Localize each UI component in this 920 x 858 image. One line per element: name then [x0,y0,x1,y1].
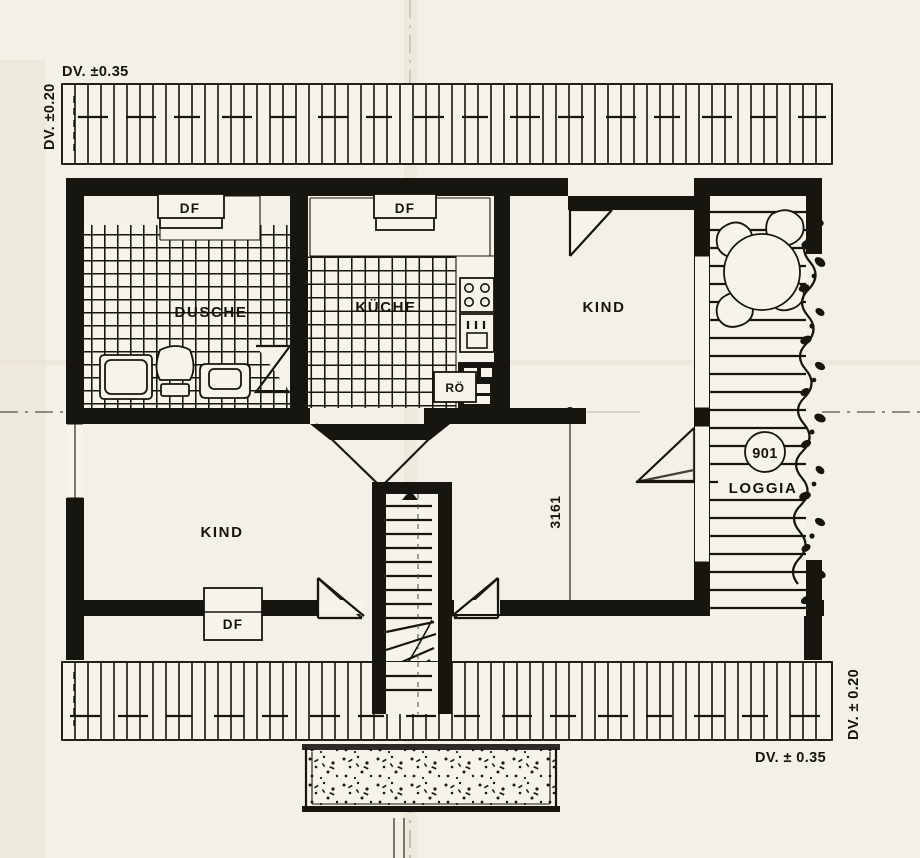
fixture-label-roe: RÖ [445,380,464,395]
room-label-kind-top: KIND [582,299,625,316]
dv-bottom-right-label: DV. ± 0.35 [755,750,826,766]
room-label-kind-bottom: KIND [200,524,243,541]
terrace-path-lines [393,818,405,858]
dimension-3161 [500,407,640,613]
loggia-opening-upper [695,256,709,408]
dv-top-left-label: DV. ±0.35 [62,64,129,80]
loggia-furniture [715,209,805,328]
roof-overhang-top [61,83,833,165]
loggia-opening-lower [695,426,709,562]
door-swing-right-lower [451,577,500,620]
roof-overhang-bottom [61,661,833,741]
roof-window-df-kueche [373,193,437,231]
room-kind-top [568,208,613,257]
stair-wall-left [372,482,386,710]
room-label-dusche: DUSCHE [175,304,248,321]
roof-window-df-dusche [157,193,225,229]
vine-decoration [791,209,826,605]
room-loggia [710,196,808,616]
room-dusche [84,195,291,408]
unit-number-text: 901 [752,446,777,462]
round-table-icon [723,233,801,311]
toilet-icon [155,345,195,381]
room-label-kueche: KÜCHE [355,299,416,316]
roof-window-df-kind [203,587,263,641]
oven-icon [459,313,495,353]
room-label-loggia: LOGGIA [729,480,798,497]
df-label-kueche: DF [395,201,415,216]
df-label-dusche: DF [180,201,200,216]
roehre-box [433,371,477,403]
stair-wall-right [438,482,452,710]
dimension-label-3161: 3161 [547,495,563,528]
door-swing-loggia [635,427,696,484]
df-label-kind: DF [223,617,243,632]
dv-top-left-vertical-label: DV. ±0.20 [42,83,58,150]
stair-treads [386,504,432,620]
dv-bottom-right-vertical-label: DV. ± 0.20 [846,669,862,740]
cooktop-icon [459,277,495,313]
unit-number-badge [744,431,786,473]
terrace-gravel [302,744,560,812]
door-swing-left-lower [316,577,365,620]
room-kueche [308,197,496,408]
bathroom-fixtures [99,345,251,400]
